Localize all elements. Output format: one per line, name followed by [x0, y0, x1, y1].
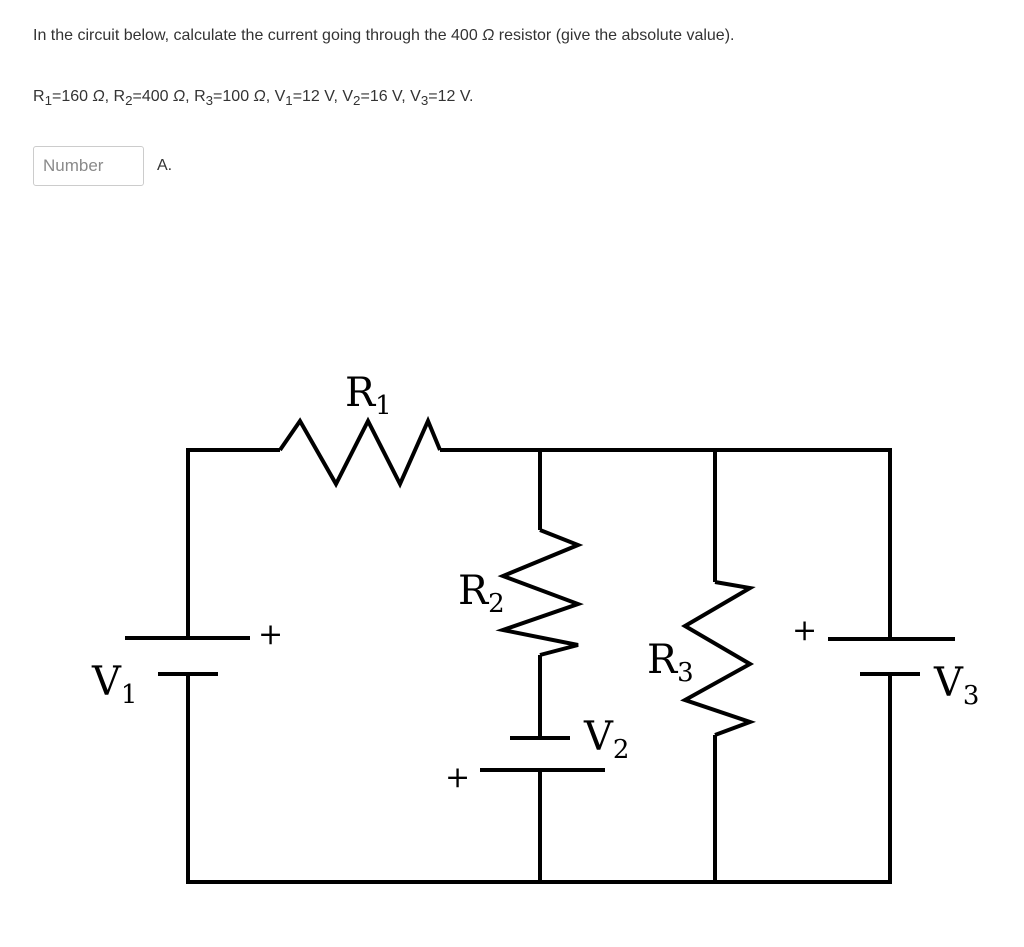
param-r2: R2=400 Ω,	[113, 88, 195, 109]
top-wire	[440, 448, 892, 639]
plus-sign-v1: +	[258, 617, 283, 652]
param-r1: R1=160 Ω,	[33, 88, 114, 109]
battery-v3	[828, 637, 955, 676]
answer-row: A.	[33, 145, 172, 187]
label-r3: R3	[647, 637, 694, 688]
resistor-r2	[495, 528, 584, 657]
param-v2: V2=16 V,	[342, 88, 411, 109]
battery-v1	[125, 636, 250, 676]
param-v3: V3=12 V.	[410, 88, 474, 109]
plus-sign-v2: +	[445, 760, 470, 795]
battery-v2	[480, 736, 605, 772]
omega-symbol: Ω	[482, 27, 495, 44]
parameter-list: R1=160 Ω, R2=400 Ω, R3=100 Ω, V1=12 V, V…	[33, 88, 473, 108]
plus-sign-v3: +	[792, 613, 817, 648]
label-r2: R2	[458, 568, 505, 619]
label-v1: V1	[91, 659, 137, 710]
left-top-wire	[186, 448, 280, 637]
param-r3: R3=100 Ω,	[194, 88, 275, 109]
resistor-r3	[680, 580, 756, 737]
wires	[186, 448, 892, 884]
resistor-r1	[278, 415, 442, 489]
question-text: In the circuit below, calculate the curr…	[33, 27, 735, 44]
answer-number-input[interactable]	[33, 146, 144, 186]
param-v1: V1=12 V,	[274, 88, 343, 109]
label-r1: R1	[345, 370, 392, 421]
label-v2: V2	[583, 714, 629, 765]
label-v3: V3	[933, 660, 979, 711]
answer-unit-label: A.	[157, 157, 173, 174]
